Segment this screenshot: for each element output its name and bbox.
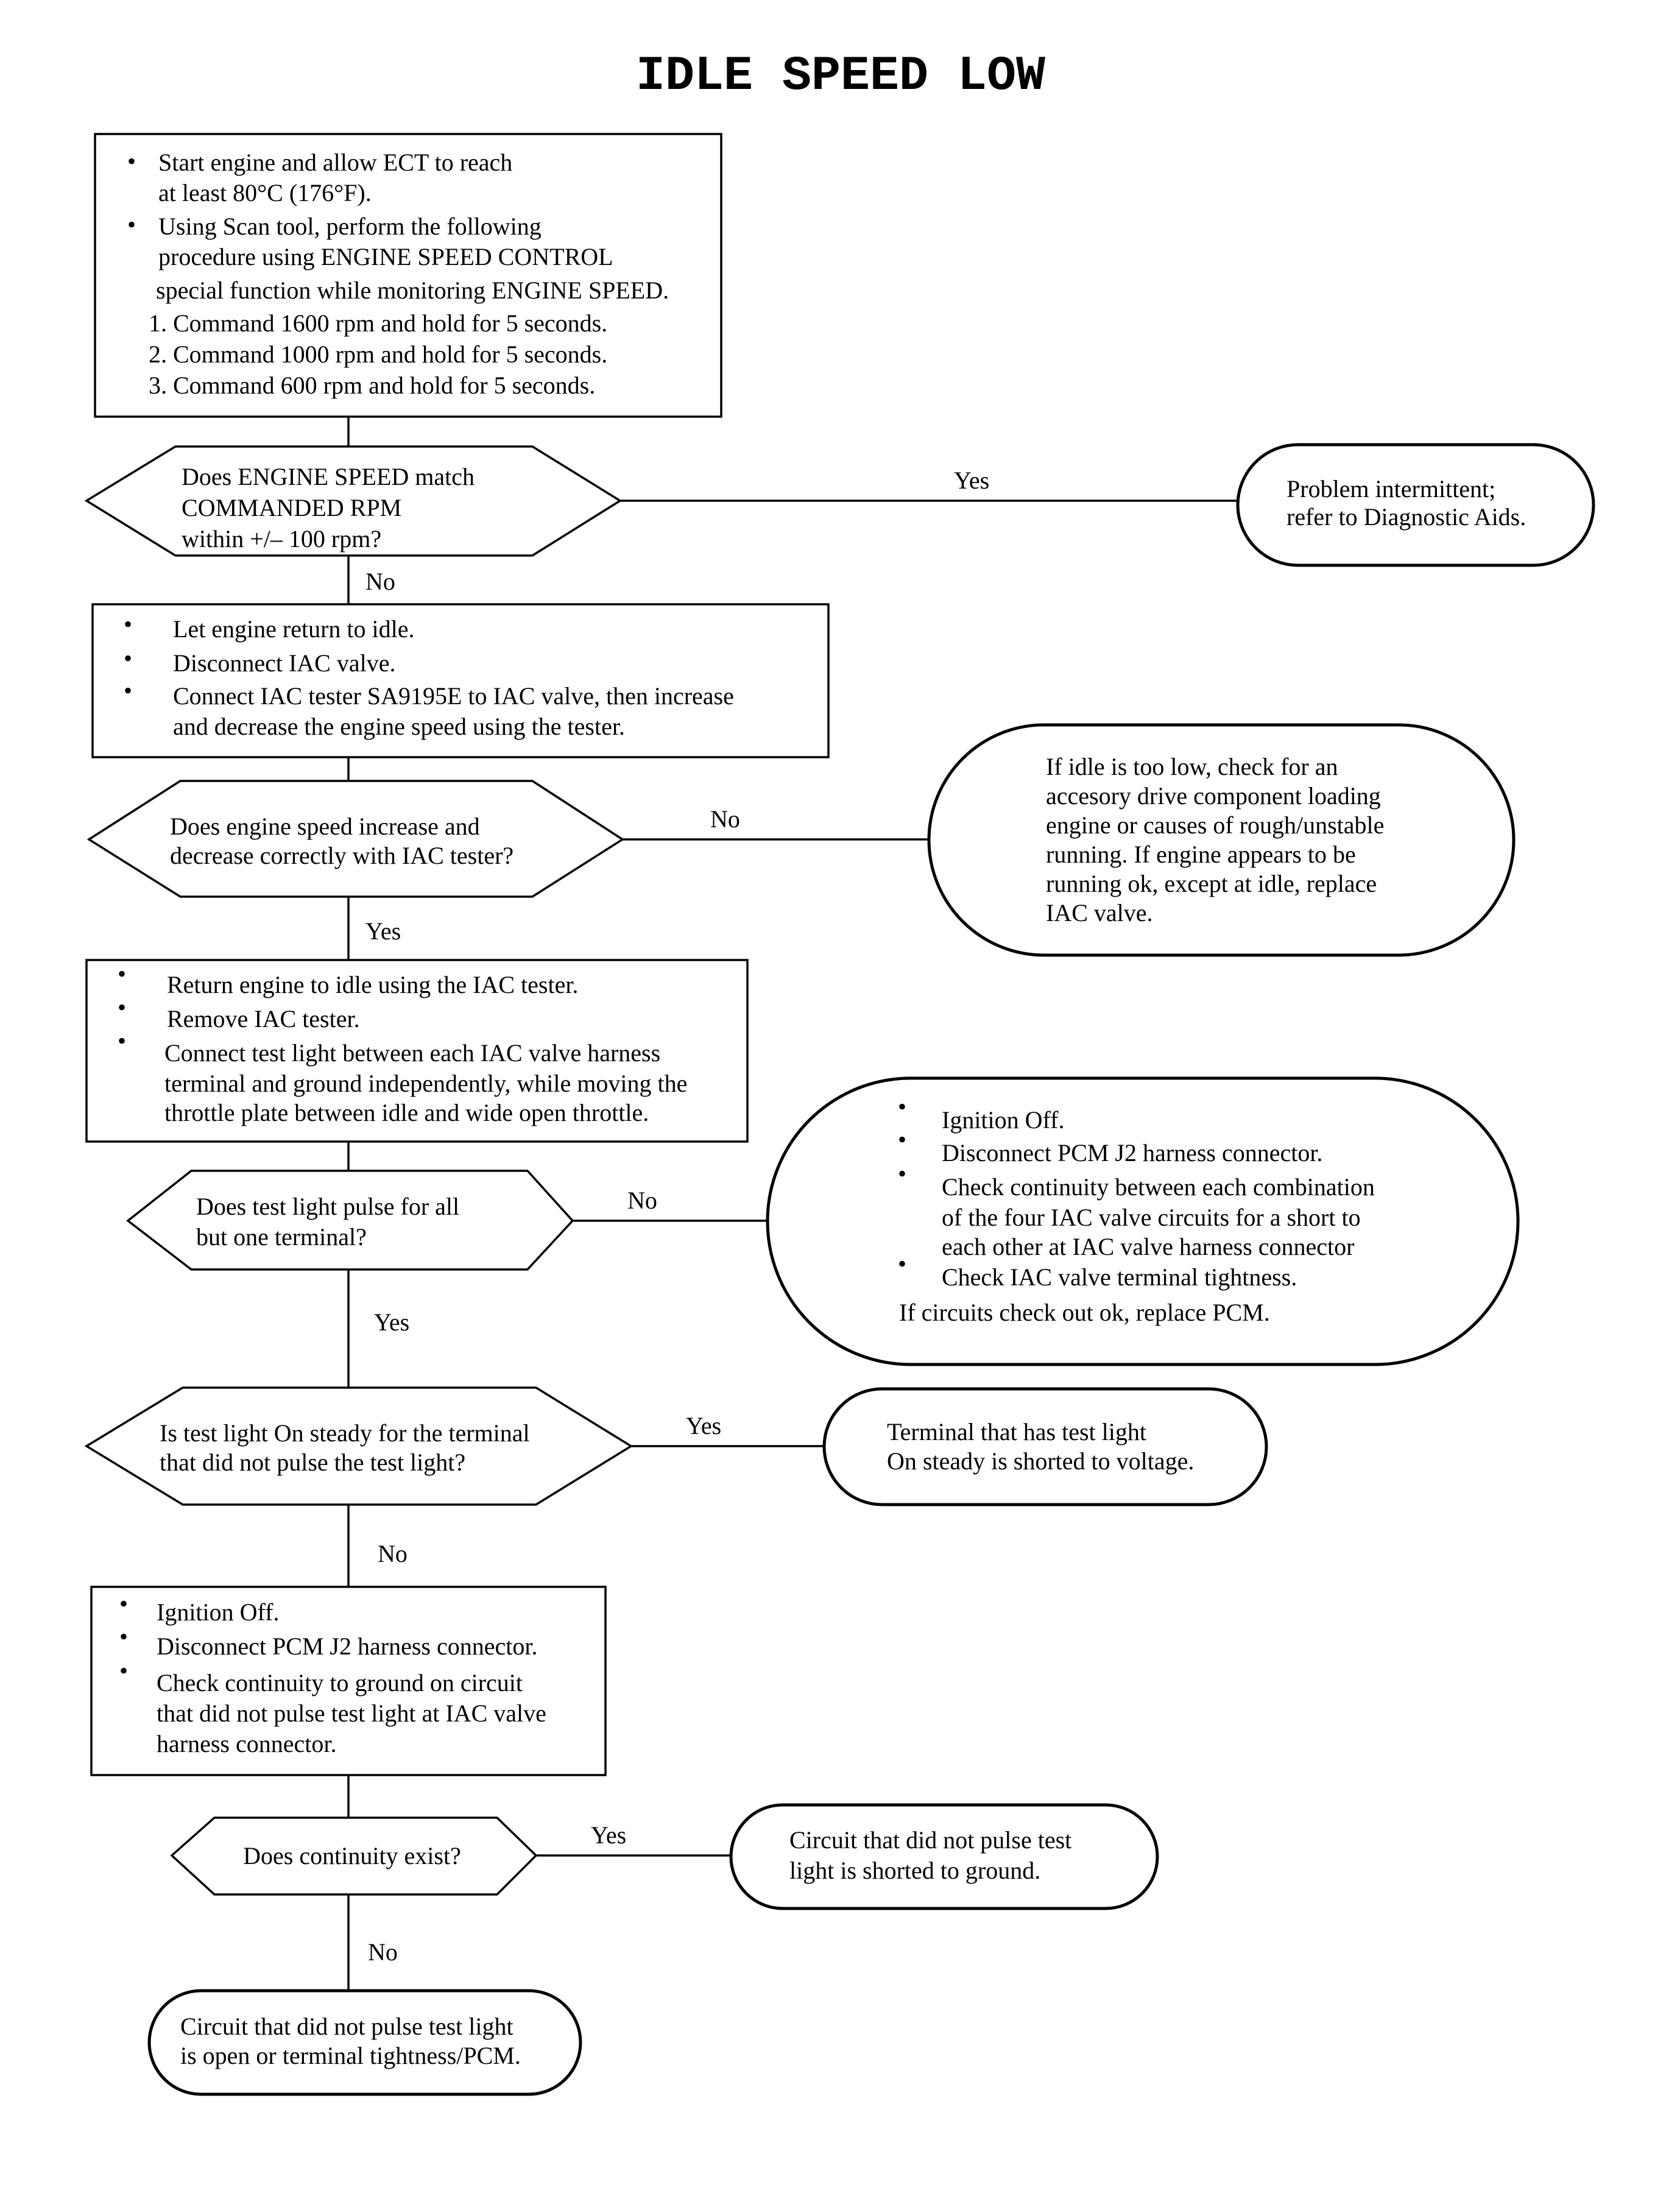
step-line: harness connector. [157,1730,336,1757]
terminal-open-or-tightness: Circuit that did not pulse test light is… [147,1989,582,2096]
step-line: Check continuity to ground on circuit [157,1669,523,1696]
terminal-line: is open or terminal tightness/PCM. [180,2042,521,2069]
terminal-line: Terminal that has test light [887,1418,1146,1446]
decision-line: within +/– 100 rpm? [182,525,381,552]
edge-labels: Yes No No Yes No Yes Yes No Yes No [365,467,989,1966]
decision-test-light-pulse: Does test light pulse for all but one te… [126,1170,574,1271]
bullet: • [898,1126,906,1153]
step-line: throttle plate between idle and wide ope… [164,1099,649,1126]
edge-label-d4-no: No [378,1540,408,1567]
numbered-step: 3. Command 600 rpm and hold for 5 second… [149,372,595,399]
edge-label-d3-no: No [627,1187,657,1214]
decision-line: that did not pulse the test light? [160,1449,465,1476]
bullet: • [124,677,132,704]
terminal-shorted-to-ground: Circuit that did not pulse test light is… [729,1803,1159,1910]
terminal-line: engine or causes of rough/unstable [1046,811,1384,839]
decision-line: Does ENGINE SPEED match [182,463,475,490]
terminal-line: Check continuity between each combinatio… [942,1173,1375,1201]
edge-label-d4-yes: Yes [686,1412,721,1439]
step-box-test-light: • Return engine to idle using the IAC te… [85,959,749,1143]
decision-line: but one terminal? [196,1223,367,1251]
decision-line: decrease correctly with IAC tester? [170,842,514,869]
decision-line: Does continuity exist? [243,1842,461,1869]
step-line: that did not pulse test light at IAC val… [157,1700,546,1727]
bullet: • [127,211,136,238]
step-box-continuity-ground: • Ignition Off. • Disconnect PCM J2 harn… [90,1586,607,1776]
terminal-line: of the four IAC valve circuits for a sho… [942,1204,1361,1231]
terminal-line: IAC valve. [1046,899,1153,927]
terminal-line: accesory drive component loading [1046,782,1381,810]
terminal-line: Circuit that did not pulse test light [180,2013,514,2040]
step-line: terminal and ground independently, while… [164,1070,687,1097]
terminal-idle-too-low: If idle is too low, check for an accesor… [927,723,1516,957]
step-line: procedure using ENGINE SPEED CONTROL [158,243,613,270]
decision-continuity-exist: Does continuity exist? [170,1816,538,1896]
step-line: Start engine and allow ECT to reach [158,149,512,176]
bullet: • [898,1093,906,1120]
step-line: special function while monitoring ENGINE… [156,277,669,304]
terminal-line: Disconnect PCM J2 harness connector. [942,1139,1322,1167]
bullet: • [124,644,132,672]
terminal-line: Circuit that did not pulse test [789,1826,1071,1854]
edge-label-d2-yes: Yes [365,917,401,945]
edge-label-d1-yes: Yes [954,467,989,494]
terminal-shorted-to-voltage: Terminal that has test light On steady i… [822,1387,1268,1506]
bullet: • [118,994,126,1021]
decision-line: COMMANDED RPM [182,494,401,521]
step-line: Connect test light between each IAC valv… [164,1039,660,1067]
bullet: • [898,1160,906,1187]
numbered-step: 1. Command 1600 rpm and hold for 5 secon… [149,309,607,337]
step-line: Let engine return to idle. [173,615,415,643]
decision-line: Does test light pulse for all [196,1193,459,1220]
terminal-line: refer to Diagnostic Aids. [1286,503,1526,531]
terminal-line: Ignition Off. [942,1106,1064,1134]
step-box-start: • Start engine and allow ECT to reach at… [94,133,722,418]
edge-label-d3-yes: Yes [374,1308,409,1336]
bullet: • [118,960,126,987]
step-line: Ignition Off. [157,1598,279,1626]
decision-test-light-steady: Is test light On steady for the terminal… [84,1386,634,1506]
bullet: • [898,1250,906,1277]
terminal-problem-intermittent: Problem intermittent; refer to Diagnosti… [1236,443,1595,567]
step-line: at least 80°C (176°F). [158,179,372,207]
bullet: • [124,610,132,638]
edge-label-d1-no: No [365,568,395,595]
step-line: Disconnect IAC valve. [173,649,395,677]
bullet: • [119,1657,128,1684]
terminal-footer: If circuits check out ok, replace PCM. [899,1299,1270,1326]
edge-label-d5-no: No [368,1938,398,1966]
terminal-line: running. If engine appears to be [1046,841,1356,868]
step-line: Remove IAC tester. [167,1005,360,1033]
step-line: Return engine to idle using the IAC test… [167,971,578,998]
bullet: • [119,1590,128,1617]
connectors [347,417,1238,1991]
edge-label-d5-yes: Yes [591,1821,626,1849]
step-line: Disconnect PCM J2 harness connector. [157,1633,537,1660]
terminal-line: On steady is shorted to voltage. [887,1447,1194,1475]
decision-line: Is test light On steady for the terminal [160,1419,530,1447]
terminal-line: Problem intermittent; [1286,475,1495,503]
decision-line: Does engine speed increase and [170,813,480,840]
page-title: IDLE SPEED LOW [636,49,1045,104]
terminal-line: running ok, except at idle, replace [1046,870,1377,897]
decision-speed-change-iac: Does engine speed increase and decrease … [86,780,625,898]
terminal-line: light is shorted to ground. [789,1857,1040,1884]
terminal-line: each other at IAC valve harness connecto… [942,1233,1354,1260]
edge-label-d2-no: No [710,805,740,833]
terminal-check-continuity-combination: • Ignition Off. • Disconnect PCM J2 harn… [766,1076,1520,1366]
step-line: and decrease the engine speed using the … [173,713,625,740]
terminal-line: Check IAC valve terminal tightness. [942,1263,1297,1291]
step-line: Using Scan tool, perform the following [158,213,542,240]
numbered-step: 2. Command 1000 rpm and hold for 5 secon… [149,341,607,368]
terminal-line: If idle is too low, check for an [1046,753,1338,780]
bullet: • [119,1623,128,1650]
bullet: • [118,1027,126,1054]
step-box-iac-tester: • Let engine return to idle. • Disconnec… [91,603,830,758]
decision-engine-speed-match: Does ENGINE SPEED match COMMANDED RPM wi… [84,445,623,557]
step-line: Connect IAC tester SA9195E to IAC valve,… [173,682,734,710]
bullet: • [127,147,136,175]
